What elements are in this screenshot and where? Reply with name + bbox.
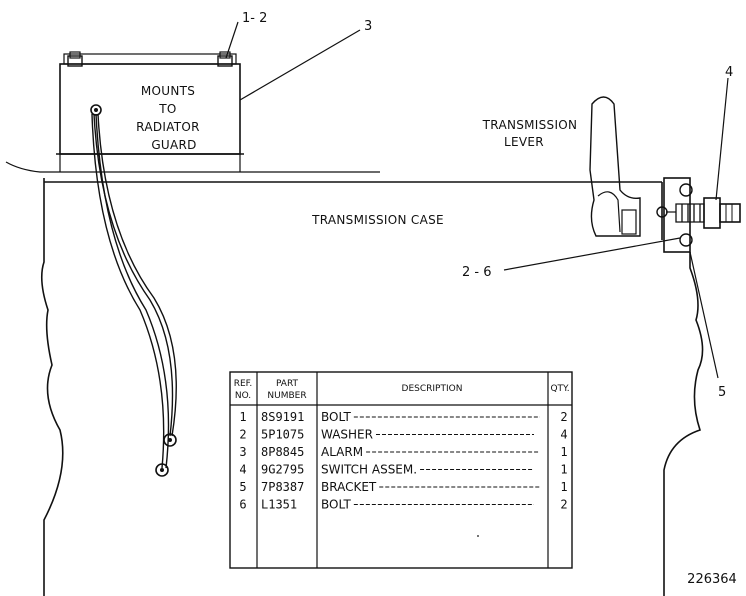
row-description: ALARM (321, 445, 363, 459)
row-description: BOLT (321, 498, 352, 512)
header-qty: QTY. (550, 384, 569, 394)
row-ref: 2 (239, 428, 246, 442)
row-ref: 6 (239, 498, 246, 512)
leader-5 (689, 251, 719, 379)
header-part-line-1: PART (276, 379, 299, 389)
row-qty: 4 (560, 428, 567, 442)
header-part-line-2: NUMBER (267, 391, 306, 401)
transmission-lever-label-2: LEVER (504, 135, 544, 149)
row-ref: 1 (239, 410, 246, 424)
row-description: WASHER (321, 428, 373, 442)
box-text-line-2: TO (158, 102, 176, 116)
row-part-number: L1351 (261, 498, 297, 512)
leader-4 (715, 77, 729, 201)
transmission-case-outline (40, 178, 704, 596)
left-terminal-bolt (67, 55, 83, 67)
leader-1-2 (225, 21, 239, 59)
row-description: BRACKET (321, 480, 377, 494)
wire-ring-terminal-2 (155, 463, 169, 477)
row-ref: 4 (239, 463, 246, 477)
row-part-number: 9G2795 (261, 463, 304, 477)
drawing-number: 226364 (687, 572, 737, 587)
row-qty: 2 (560, 410, 567, 424)
parts-table: REF. NO. PART NUMBER DESCRIPTION QTY. 1 8… (229, 371, 573, 569)
header-description: DESCRIPTION (402, 384, 463, 394)
case-flange-line (5, 161, 380, 173)
row-qty: 1 (560, 463, 567, 477)
right-terminal-bolt (217, 55, 233, 67)
alarm-box: MOUNTS TO RADIATOR GUARD (56, 51, 244, 172)
header-ref-line-1: REF. (234, 379, 253, 389)
row-ref: 3 (239, 445, 246, 459)
box-text-line-3: RADIATOR (136, 120, 200, 134)
box-text-line-4: GUARD (151, 138, 196, 152)
row-ref: 5 (239, 480, 246, 494)
bracket (663, 177, 691, 253)
leader-3 (239, 29, 361, 101)
row-qty: 1 (560, 480, 567, 494)
transmission-lever-label-1: TRANSMISSION (482, 118, 578, 132)
row-part-number: 7P8387 (261, 480, 304, 494)
callout-4: 4 (725, 65, 733, 80)
leader-2-6 (503, 237, 681, 271)
wire-ring-terminal-1 (163, 433, 177, 447)
row-description: BOLT (321, 410, 352, 424)
callout-2-6: 2 - 6 (462, 265, 492, 280)
row-part-number: 5P1075 (261, 428, 304, 442)
row-part-number: 8S9191 (261, 410, 304, 424)
switch-assembly (656, 177, 741, 253)
callout-5: 5 (718, 385, 726, 400)
wire-harness (91, 113, 177, 477)
header-ref-line-2: NO. (235, 391, 251, 401)
row-part-number: 8P8845 (261, 445, 304, 459)
transmission-lever (589, 96, 641, 237)
callout-1-2: 1- 2 (242, 11, 267, 26)
box-text-line-1: MOUNTS (141, 84, 195, 98)
row-qty: 1 (560, 445, 567, 459)
row-qty: 2 (560, 498, 567, 512)
transmission-case-label: TRANSMISSION CASE (311, 213, 444, 227)
row-description: SWITCH ASSEM. (321, 463, 417, 477)
callout-3: 3 (364, 19, 372, 34)
